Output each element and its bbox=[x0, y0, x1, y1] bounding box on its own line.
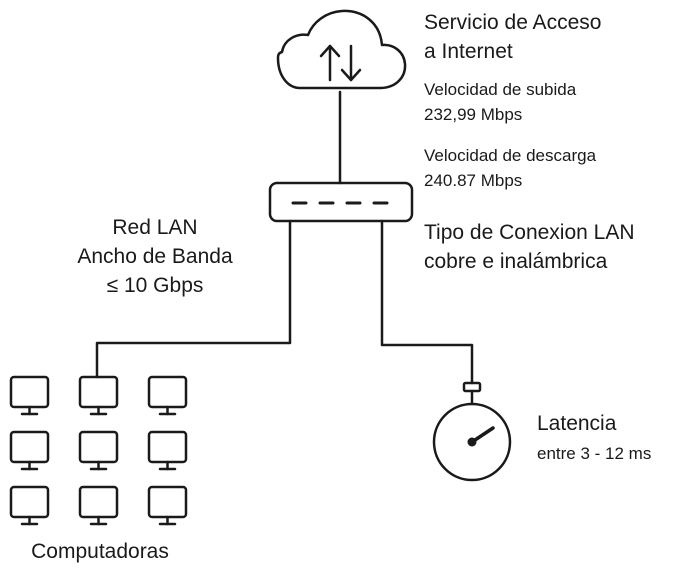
cloud-icon bbox=[276, 9, 407, 90]
connection-type: Tipo de Conexion LAN cobre e inalámbrica bbox=[424, 218, 635, 276]
connection-type-line2: cobre e inalámbrica bbox=[424, 250, 608, 273]
lan-title: Red LAN bbox=[112, 216, 198, 239]
lan-cable-right bbox=[380, 219, 474, 385]
download-arrow-icon bbox=[340, 44, 362, 82]
lan-bandwidth-label: Ancho de Banda bbox=[77, 245, 233, 268]
download-speed-value: 240.87 Mbps bbox=[424, 171, 523, 190]
internet-service-title-line1: Servicio de Acceso bbox=[424, 11, 602, 34]
computer-icon bbox=[9, 485, 50, 526]
router-icon bbox=[268, 181, 414, 223]
latency-value: entre 3 - 12 ms bbox=[537, 444, 652, 463]
lan-info: Red LAN Ancho de Banda ≤ 10 Gbps bbox=[40, 213, 270, 300]
internet-service-title-line2: a Internet bbox=[424, 40, 513, 63]
computer-icon bbox=[9, 430, 50, 471]
computer-icon bbox=[9, 375, 50, 416]
computer-icon bbox=[78, 430, 119, 471]
download-speed-label: Velocidad de descarga bbox=[424, 146, 597, 165]
upload-arrow-icon bbox=[319, 44, 341, 82]
stopwatch-icon bbox=[432, 381, 512, 482]
connection-type-line1: Tipo de Conexion LAN bbox=[424, 221, 635, 244]
upload-speed-label: Velocidad de subida bbox=[424, 80, 577, 99]
computers-grid bbox=[9, 375, 188, 526]
computer-icon bbox=[147, 485, 188, 526]
upload-speed-value: 232,99 Mbps bbox=[424, 105, 523, 124]
computer-icon bbox=[78, 485, 119, 526]
latency-label: Latencia bbox=[537, 412, 617, 435]
computer-icon bbox=[78, 375, 119, 416]
internet-service-title: Servicio de Acceso a Internet bbox=[424, 8, 601, 66]
computer-icon bbox=[147, 375, 188, 416]
computers-label: Computadoras bbox=[31, 540, 169, 563]
lan-bandwidth-value: ≤ 10 Gbps bbox=[106, 274, 204, 297]
lan-cable-left bbox=[95, 219, 292, 379]
computer-icon bbox=[147, 430, 188, 471]
